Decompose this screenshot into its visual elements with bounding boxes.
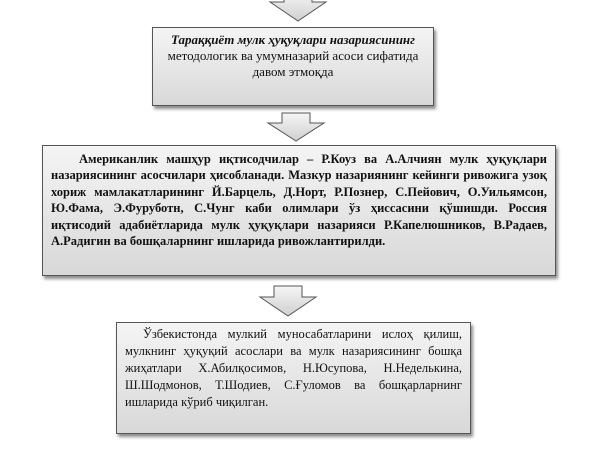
box-middle-text: Американлик машҳур иқтисодчилар – Р.Коуз… bbox=[51, 152, 547, 249]
down-arrow-icon bbox=[268, 0, 328, 22]
box-development-theory: Тараққиёт мулк ҳуқуқлари назариясининг м… bbox=[152, 27, 434, 106]
box-american-economists: Американлик машҳур иқтисодчилар – Р.Коуз… bbox=[42, 145, 556, 276]
box-top-emphasis: Тараққиёт мулк ҳуқуқлари назариясининг bbox=[171, 32, 415, 47]
down-arrow-icon bbox=[258, 285, 318, 317]
box-bottom-text: Ўзбекистонда мулкий муносабатларини исло… bbox=[125, 327, 462, 409]
down-arrow-icon bbox=[266, 112, 326, 142]
box-uzbekistan-research: Ўзбекистонда мулкий муносабатларини исло… bbox=[116, 322, 471, 434]
box-top-text: методологик ва умумназарий асоси сифатид… bbox=[167, 48, 419, 79]
